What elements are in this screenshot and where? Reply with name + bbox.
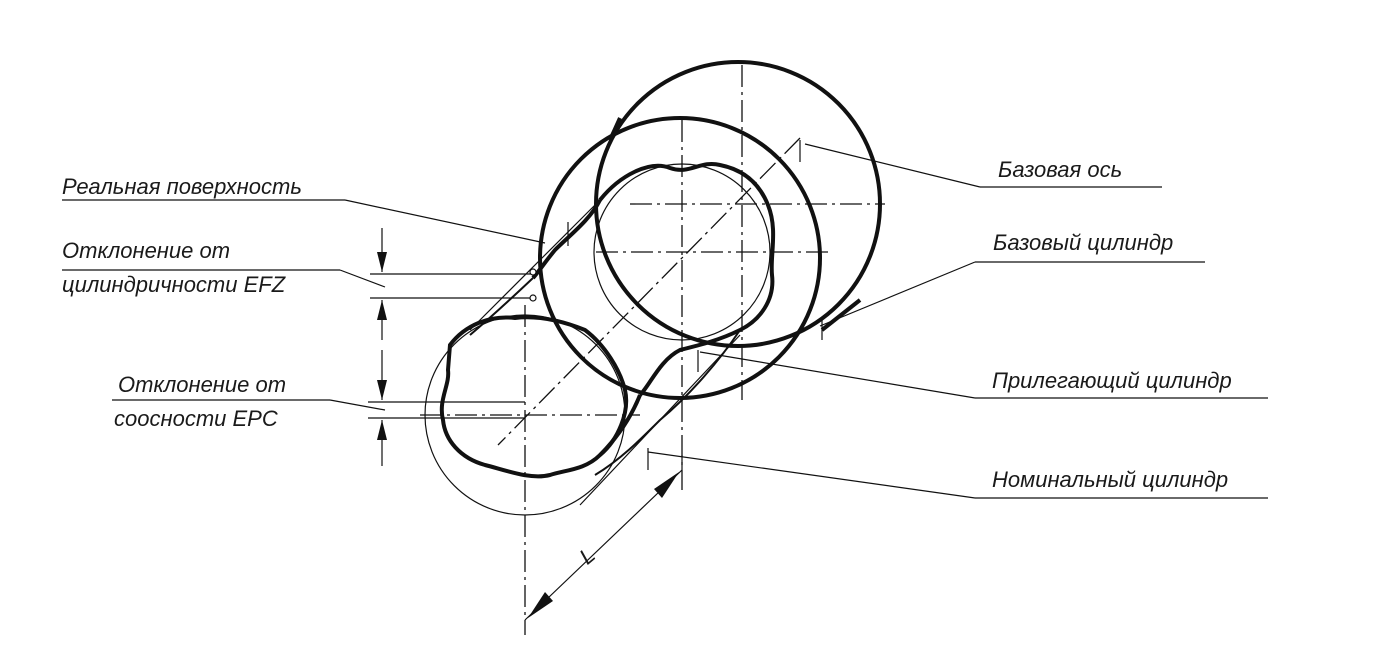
real-surface-left-generator (469, 277, 534, 336)
real-surface-edge-lower (598, 394, 642, 457)
length-arrow-start (528, 592, 553, 618)
efz-leader (339, 269, 386, 288)
axes-lines (420, 65, 885, 635)
adjoining-cylinder-shape (538, 116, 822, 400)
epc-leader (329, 399, 386, 411)
base-cylinder-leader (819, 261, 976, 327)
epc-upper-arrow (377, 380, 387, 400)
epc-lower-arrow (377, 420, 387, 440)
label-cylindricity-deviation-line2: цилиндричности EFZ (62, 272, 287, 297)
real-surface-edge-upper (531, 199, 602, 280)
adjoining-cylinder-leader (699, 351, 976, 399)
label-adjoining-cylinder: Прилегающий цилиндр (992, 368, 1232, 393)
adjoining-cylinder-circle (538, 116, 822, 400)
length-dimension-line (524, 469, 683, 621)
label-coaxiality-deviation-line1: Отклонение от (118, 372, 286, 397)
length-arrow-end (654, 472, 679, 498)
label-nominal-cylinder: Номинальный цилиндр (992, 467, 1228, 492)
label-coaxiality-deviation-line2: соосности EPC (114, 406, 278, 431)
label-cylindricity-deviation-line1: Отклонение от (62, 238, 230, 263)
labels: Базовая ось Реальная поверхность Базовый… (62, 157, 1232, 492)
leader-lines (62, 140, 1268, 499)
real-surface-bottom-profile (439, 315, 629, 479)
label-real-surface: Реальная поверхность (62, 174, 302, 199)
base-axis-line (497, 137, 801, 446)
nominal-cylinder-generator-1 (469, 189, 611, 331)
base-cylinder-edge-bottom (820, 298, 862, 332)
real-surface-shape (439, 161, 776, 479)
real-surface-top-profile (598, 161, 776, 397)
efz-point-lower (529, 294, 537, 302)
efz-lower-arrow (377, 300, 387, 320)
length-label: L (574, 542, 599, 569)
nominal-cylinder-leader (647, 451, 976, 499)
efz-point-upper (529, 268, 537, 276)
label-base-axis: Базовая ось (998, 157, 1122, 182)
efz-upper-arrow (377, 252, 387, 272)
real-surface-leader (344, 199, 546, 244)
label-base-cylinder: Базовый цилиндр (993, 230, 1173, 255)
base-axis-leader (804, 143, 981, 188)
deviation-dimensions (368, 228, 538, 466)
